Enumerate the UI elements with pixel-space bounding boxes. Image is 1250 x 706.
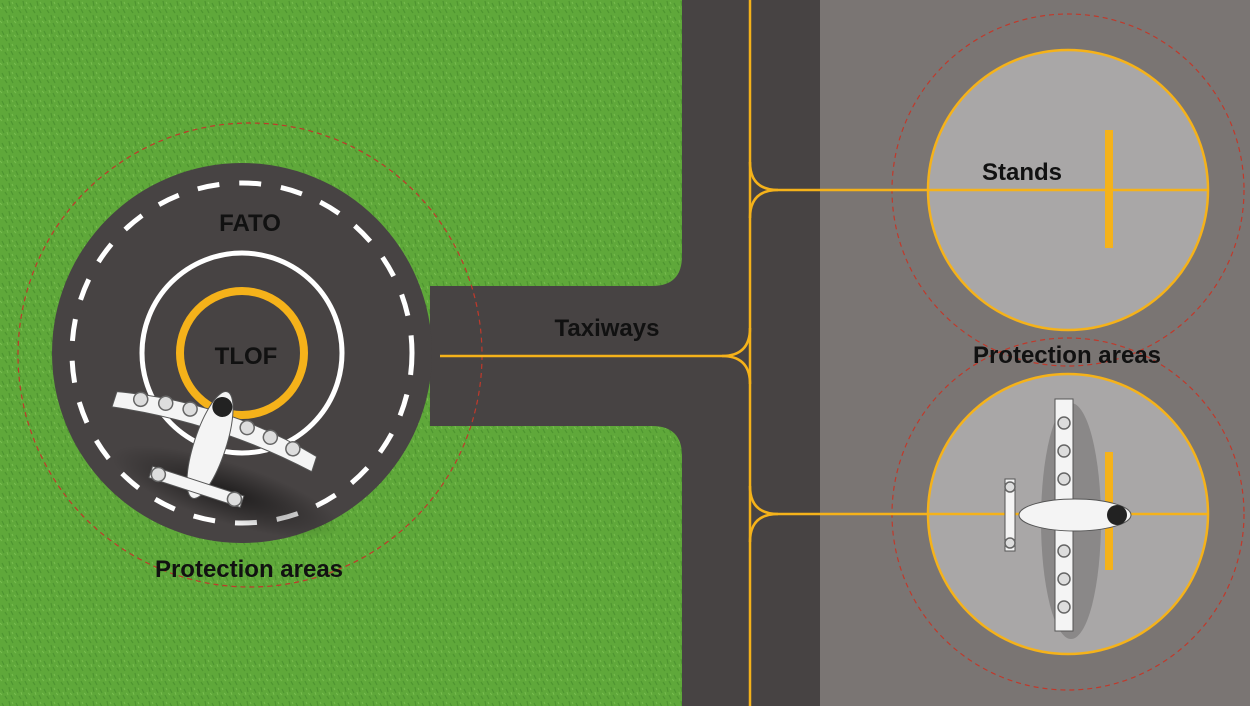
taxiways-label: Taxiways bbox=[555, 315, 660, 342]
taxi-guidance-lines bbox=[440, 0, 1208, 706]
evtol-aircraft-stand bbox=[1004, 398, 1132, 639]
tlof-ring bbox=[176, 287, 308, 419]
stop-bar-top bbox=[1105, 130, 1113, 248]
stands-label: Stands bbox=[982, 159, 1062, 186]
fato-label: FATO bbox=[219, 210, 281, 237]
protection-areas-label-left: Protection areas bbox=[155, 556, 343, 583]
tlof-label: TLOF bbox=[215, 343, 278, 370]
protection-areas-label-right: Protection areas bbox=[973, 342, 1161, 369]
fato-inner-ring bbox=[139, 250, 345, 456]
evtol-aircraft-fato bbox=[111, 391, 341, 540]
